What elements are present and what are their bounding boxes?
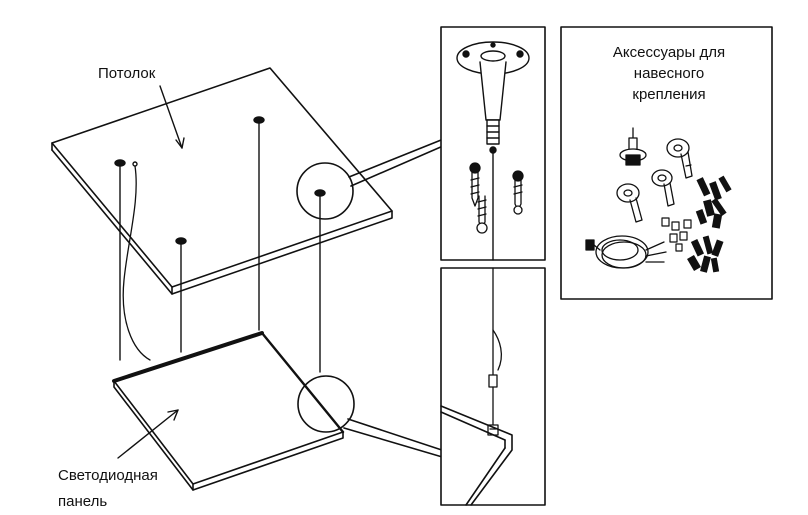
accessories-box (560, 26, 773, 300)
panel-pointer-arrow (117, 409, 179, 459)
ceiling-label: Потолок (98, 65, 156, 82)
screw-center-icon (476, 195, 488, 234)
accessory-flange-icon (666, 138, 693, 179)
ceiling-pointer-arrow (159, 85, 185, 149)
panel-corner-detail (440, 405, 513, 506)
ceiling-plate (51, 67, 393, 295)
accessories-title-line1: Аксессуары для (612, 44, 726, 61)
screw-right-icon (512, 170, 524, 215)
accessory-clips-icon (687, 175, 732, 273)
led-panel-label: Светодиодная панель (58, 463, 158, 515)
ceiling-mount-stem (479, 61, 507, 261)
screw-left-icon (469, 162, 481, 207)
accessory-flange-icon (651, 169, 675, 207)
accessory-connectors-icon (661, 217, 692, 252)
panel-attachment-detail-box (440, 267, 546, 506)
accessories-title-line2: навесного (633, 65, 705, 82)
accessory-flange-icon (616, 183, 643, 223)
led-panel-label-line2: панель (58, 493, 108, 510)
ceiling-anchor-right (314, 189, 326, 373)
ceiling-anchor-back (253, 116, 265, 331)
ceiling-mount-detail-box (440, 26, 546, 261)
accessories-title: Аксессуары для навесного крепления (566, 42, 772, 105)
led-panel-label-line1: Светодиодная (58, 467, 158, 484)
accessories-title-line3: крепления (632, 86, 706, 103)
ceiling-anchor-front (175, 237, 187, 353)
ceiling-mount-flange (456, 41, 530, 75)
power-cable (122, 165, 151, 361)
accessory-stud-icon (619, 127, 647, 166)
accessory-cable-icon (585, 235, 667, 269)
led-panel (112, 331, 345, 491)
